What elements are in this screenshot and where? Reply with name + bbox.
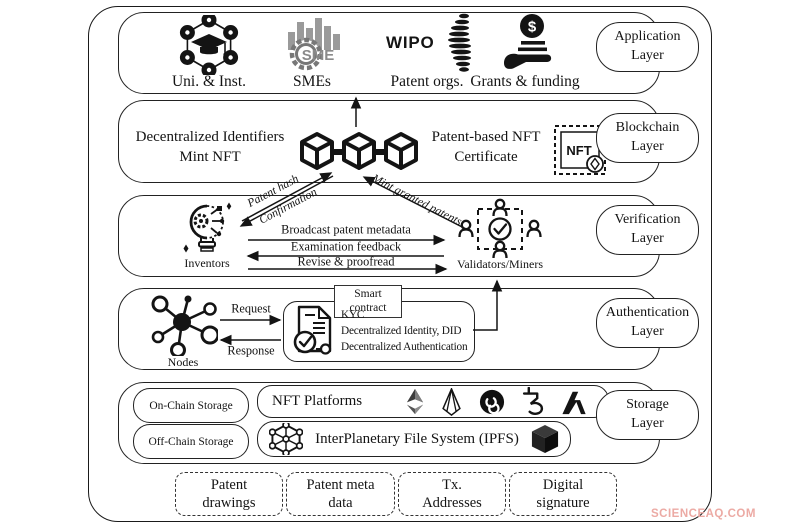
chain-coin-icon: [479, 389, 505, 414]
wipo-wordmark: WIPO: [386, 33, 435, 52]
storage-layer-bubble: Storage Layer: [596, 390, 699, 440]
artifact-tx-addresses: Tx. Addresses: [398, 472, 506, 516]
inventors-icon: [183, 202, 232, 253]
nft-platforms-label: NFT Platforms: [272, 393, 363, 409]
smes-label: SMEs: [293, 73, 331, 90]
university-institutions-icon: [179, 15, 239, 75]
authentication-layer-bubble: Authentication Layer: [596, 298, 699, 348]
kyc-line-1: KYC: [341, 309, 365, 321]
blockchain-layer-bubble: Blockchain Layer: [596, 113, 699, 163]
black-cube-icon: [531, 425, 558, 453]
inventors-label: Inventors: [184, 256, 230, 270]
application-layer-bubble: Application Layer: [596, 22, 699, 72]
svg-text:SME: SME: [302, 47, 335, 64]
artifact-patent-drawings: Patent drawings: [175, 472, 283, 516]
uni-inst-label: Uni. & Inst.: [171, 73, 247, 90]
artifact-digital-signature: Digital signature: [509, 472, 617, 516]
svg-text:$: $: [528, 19, 537, 36]
smart-contract-box: Smart contract: [334, 285, 402, 318]
algorand-icon: [562, 391, 586, 414]
validators-miners-label: Validators/Miners: [457, 257, 543, 271]
ipfs-label: InterPlanetary File System (IPFS): [315, 430, 519, 447]
kyc-text: KYC Decentralized Identity, DID Decentra…: [341, 307, 471, 355]
blockchain-cubes-icon: [300, 132, 418, 170]
ipfs-box: InterPlanetary File System (IPFS): [257, 421, 571, 457]
svg-text:NFT: NFT: [566, 143, 591, 158]
watermark: SCIENCEAQ.COM: [651, 508, 756, 520]
ethereum-icon: [406, 388, 424, 415]
nft-platforms-box: NFT Platforms: [257, 385, 609, 418]
kyc-line-3: Decentralized Authentication: [341, 341, 468, 354]
sme-icon: SME: [288, 18, 340, 71]
nodes-label: Nodes: [167, 355, 199, 369]
outer-frame: [88, 6, 712, 522]
eos-icon: [442, 387, 461, 416]
off-chain-storage-pill: Off-Chain Storage: [133, 424, 249, 459]
on-chain-storage-pill: On-Chain Storage: [133, 388, 249, 423]
tezos-icon: [522, 387, 544, 415]
artifact-patent-metadata: Patent meta data: [286, 472, 395, 516]
grants-funding-icon: $: [504, 14, 552, 69]
verification-layer-bubble: Verification Layer: [596, 205, 699, 255]
eth-badge-icon: [586, 155, 604, 173]
wipo-swirl-icon: [448, 13, 471, 72]
response-label: Response: [227, 343, 275, 358]
decentralized-identifiers-text: Decentralized Identifiers Mint NFT: [135, 129, 285, 166]
nft-stamp-icon: NFT: [554, 125, 606, 175]
kyc-line-2: Decentralized Identity, DID: [341, 325, 462, 338]
request-label: Request: [231, 301, 271, 316]
patent-orgs-label: Patent orgs.: [390, 73, 464, 90]
patent-nft-certificate-text: Patent-based NFT Certificate: [431, 129, 541, 166]
validators-miners-icon: [458, 198, 542, 259]
grants-funding-label: Grants & funding: [470, 73, 580, 90]
kyc-document-icon: [293, 305, 332, 355]
revise-proofread-label: Revise & proofread: [297, 254, 395, 269]
ipfs-logo-icon: [269, 423, 304, 455]
examination-feedback-label: Examination feedback: [290, 239, 402, 254]
nodes-network-icon: [151, 295, 218, 356]
broadcast-metadata-label: Broadcast patent metadata: [281, 222, 411, 237]
